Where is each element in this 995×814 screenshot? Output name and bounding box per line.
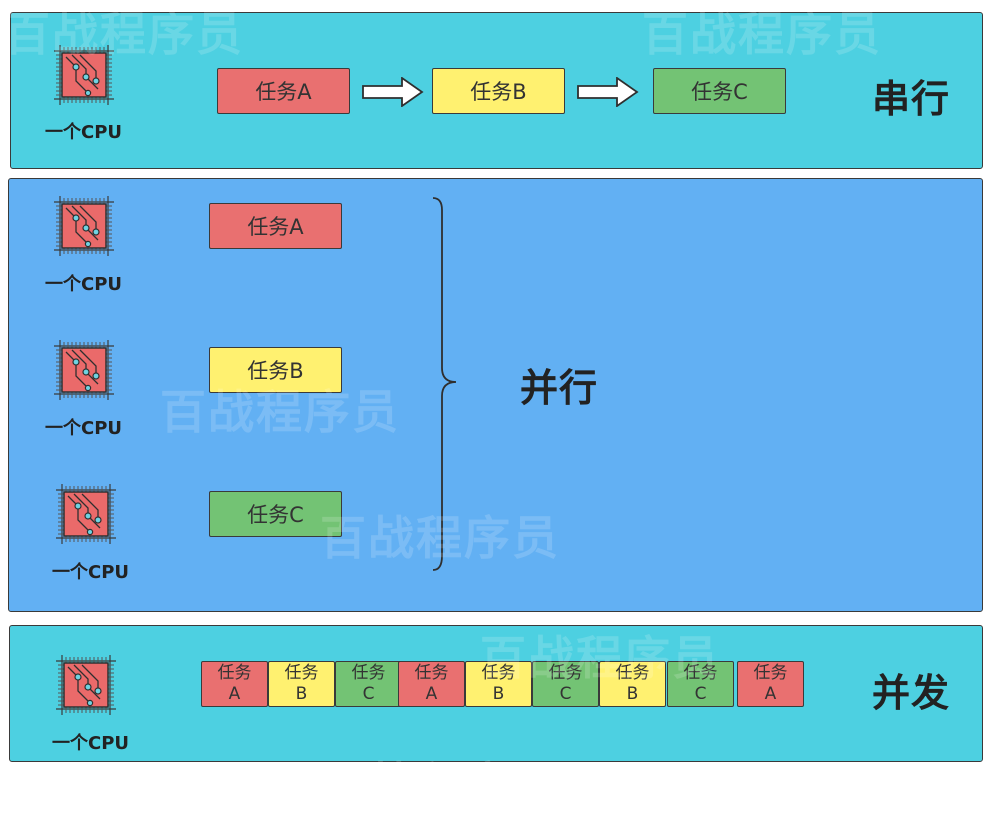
watermark: 百战程序员	[642, 7, 882, 61]
serial-task-a: 任务A	[217, 68, 350, 114]
slice-task: C	[362, 684, 375, 704]
slice-task: B	[295, 684, 308, 704]
slice-label: 任务	[351, 663, 386, 683]
right-arrow-icon	[577, 77, 639, 107]
parallel-panel	[8, 178, 983, 612]
concurrent-slice: 任务 A	[201, 661, 268, 707]
slice-task: C	[694, 684, 707, 704]
parallel-title: 并行	[520, 366, 599, 410]
concurrent-slice: 任务 C	[667, 661, 734, 707]
concurrent-slice: 任务 B	[599, 661, 666, 707]
watermark: 百战程序员	[4, 7, 244, 61]
cpu-label: 一个CPU	[52, 733, 130, 754]
cpu-chip-icon	[54, 482, 118, 546]
parallel-task-b: 任务B	[209, 347, 342, 393]
watermark: 百战程序员	[320, 511, 560, 565]
cpu-label: 一个CPU	[52, 562, 130, 583]
watermark: 百战程序员	[480, 631, 720, 685]
concurrent-title: 并发	[872, 671, 951, 715]
right-curly-brace	[432, 197, 457, 571]
cpu-chip-icon	[52, 194, 116, 258]
slice-task: A	[764, 684, 777, 704]
serial-task-b: 任务B	[432, 68, 565, 114]
serial-title: 串行	[872, 77, 951, 121]
slice-task: A	[425, 684, 438, 704]
slice-label: 任务	[548, 663, 583, 683]
concurrent-slice: 任务 A	[737, 661, 804, 707]
concurrent-slice: 任务 C	[532, 661, 599, 707]
cpu-label: 一个CPU	[45, 418, 123, 439]
cpu-label: 一个CPU	[45, 122, 123, 143]
right-arrow-icon	[362, 77, 424, 107]
slice-label: 任务	[615, 663, 650, 683]
concurrent-slice: 任务 C	[335, 661, 402, 707]
slice-label: 任务	[414, 663, 449, 683]
slice-task: B	[626, 684, 639, 704]
slice-label: 任务	[683, 663, 718, 683]
slice-label: 任务	[217, 663, 252, 683]
slice-task: A	[228, 684, 241, 704]
concurrent-slice: 任务 B	[465, 661, 532, 707]
parallel-task-c: 任务C	[209, 491, 342, 537]
cpu-chip-icon	[54, 653, 118, 717]
slice-task: B	[492, 684, 505, 704]
serial-task-c: 任务C	[653, 68, 786, 114]
concurrent-slice: 任务 B	[268, 661, 335, 707]
cpu-label: 一个CPU	[45, 274, 123, 295]
slice-task: C	[559, 684, 572, 704]
watermark: 百战程序员	[320, 757, 560, 811]
concurrent-slice: 任务 A	[398, 661, 465, 707]
slice-label: 任务	[753, 663, 788, 683]
slice-label: 任务	[481, 663, 516, 683]
parallel-task-a: 任务A	[209, 203, 342, 249]
cpu-chip-icon	[52, 338, 116, 402]
slice-label: 任务	[284, 663, 319, 683]
watermark: 百战程序员	[160, 385, 400, 439]
